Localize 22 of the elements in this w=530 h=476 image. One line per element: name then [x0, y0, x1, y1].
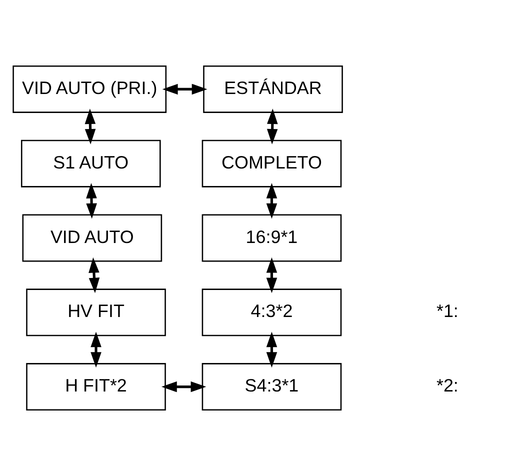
node-box: 4:3*2 [202, 288, 342, 336]
arrow [88, 257, 100, 294]
node-box: COMPLETO [202, 140, 342, 188]
arrow [266, 332, 278, 368]
arrow [86, 182, 97, 219]
arrow [161, 381, 206, 392]
arrow [266, 257, 278, 294]
node-box: S4:3*1 [202, 363, 342, 411]
arrow [84, 108, 96, 144]
label: *1: [436, 301, 458, 322]
node-box: S1 AUTO [20, 140, 161, 188]
label: *2: [436, 376, 458, 396]
arrow [162, 84, 208, 95]
arrow [266, 108, 278, 144]
arrow [266, 182, 278, 219]
node-box: HV FIT [26, 288, 166, 336]
node-box: VID AUTO (PRI.) [12, 65, 167, 113]
node-box: VID AUTO [22, 214, 162, 262]
arrow [90, 332, 102, 368]
node-box: 16:9*1 [202, 214, 342, 262]
node-box: H FIT*2 [26, 363, 166, 411]
node-box: ESTÁNDAR [203, 65, 343, 113]
